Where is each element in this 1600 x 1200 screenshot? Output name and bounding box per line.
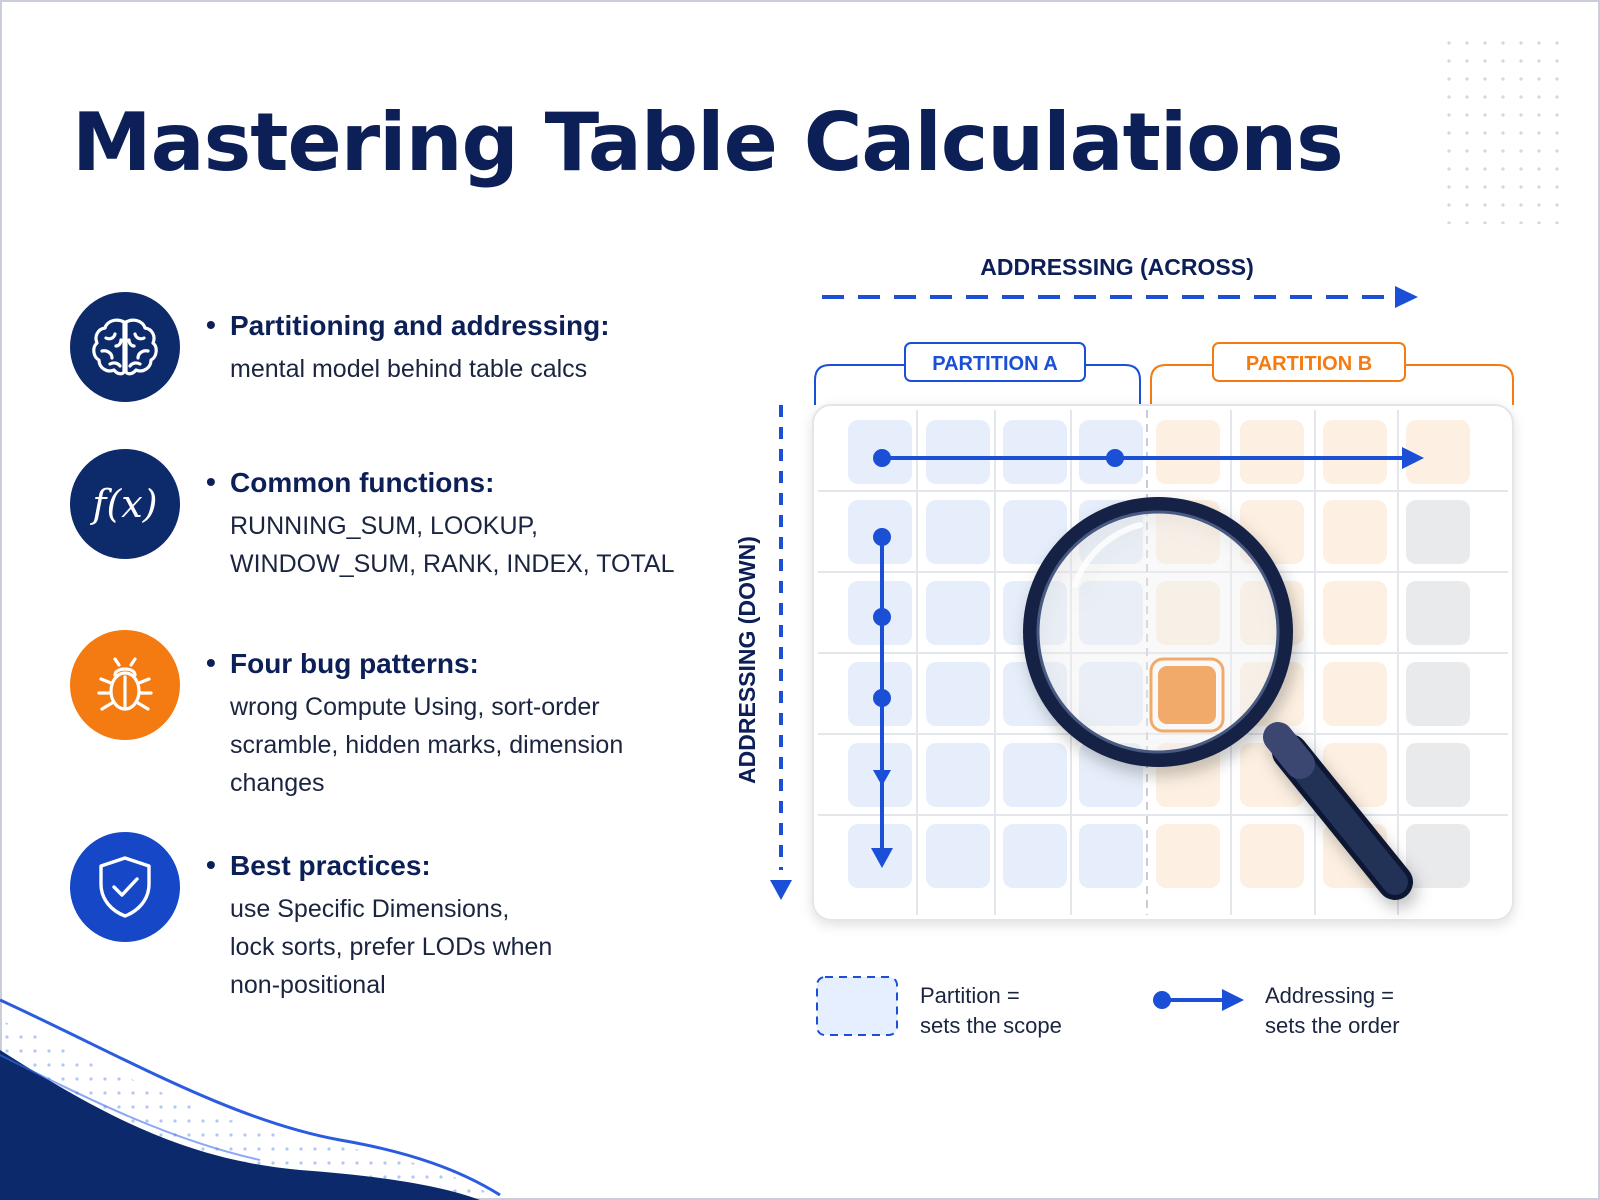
grid-cell <box>1406 662 1470 726</box>
column-addressing-arrowhead <box>871 848 893 868</box>
grid-cell <box>1323 500 1387 564</box>
grid-cell <box>1406 420 1470 484</box>
grid-cell <box>926 420 990 484</box>
grid-cell <box>1323 420 1387 484</box>
brain-icon <box>70 292 180 402</box>
grid-cell <box>1406 500 1470 564</box>
legend-partition-swatch <box>816 976 898 1036</box>
grid-cell <box>1003 743 1067 807</box>
bullet-line: use Specific Dimensions, <box>230 895 510 923</box>
bullet-line: changes <box>230 769 325 797</box>
grid-cell <box>1323 581 1387 645</box>
column-dot <box>873 528 891 546</box>
function-glyph: f(x) <box>92 482 158 526</box>
bullet-line: WINDOW_SUM, RANK, INDEX, TOTAL <box>230 550 675 578</box>
column-dot <box>873 608 891 626</box>
partition-b-label: PARTITION B <box>1246 353 1372 375</box>
bullet-line: lock sorts, prefer LODs when <box>230 933 553 961</box>
grid-cell <box>926 581 990 645</box>
decorative-wave <box>0 998 501 1200</box>
partition-a-tag: PARTITION A <box>904 342 1086 382</box>
grid-cell <box>1406 824 1470 888</box>
grid-cell <box>1003 500 1067 564</box>
grid-cell <box>1323 662 1387 726</box>
bullet-line: mental model behind table calcs <box>230 355 588 383</box>
shield-check-icon <box>70 832 180 942</box>
bullet-heading: Partitioning and addressing: <box>206 309 706 342</box>
row-addressing-arrowhead <box>1402 447 1424 469</box>
addressing-across-label: ADDRESSING (ACROSS) <box>980 254 1253 280</box>
function-icon: f(x) <box>70 449 180 559</box>
legend-addressing-arrowhead <box>1222 989 1244 1011</box>
grid-cell <box>926 824 990 888</box>
bullet-heading: Best practices: <box>206 849 706 882</box>
partition-a-label: PARTITION A <box>932 353 1058 375</box>
grid-cell <box>1156 420 1220 484</box>
legend-addressing-dot <box>1153 991 1171 1009</box>
legend-addressing-line-text: sets the order <box>1265 1013 1400 1038</box>
grid-cell <box>1079 824 1143 888</box>
row-mid-dot <box>1106 449 1124 467</box>
legend-partition: Partition = sets the scope <box>920 981 1062 1041</box>
bug-icon <box>70 630 180 740</box>
page-title: Mastering Table Calculations <box>72 96 1344 189</box>
column-dot <box>873 689 891 707</box>
legend-addressing: Addressing = sets the order <box>1265 981 1400 1041</box>
legend-addressing-line-text: Addressing = <box>1265 983 1395 1008</box>
addressing-down-arrowhead <box>770 880 792 900</box>
column-dot <box>873 770 891 786</box>
grid-cell <box>926 743 990 807</box>
grid-cell <box>1156 824 1220 888</box>
legend-partition-line: Partition = <box>920 983 1020 1008</box>
magnifying-glass-icon <box>1023 497 1413 900</box>
grid-cell <box>926 662 990 726</box>
bullet-line: wrong Compute Using, sort-order <box>230 693 600 721</box>
grid-cell <box>926 500 990 564</box>
bullet-heading: Common functions: <box>206 466 706 499</box>
grid-cell <box>1406 581 1470 645</box>
bullet-line: RUNNING_SUM, LOOKUP, <box>230 512 538 540</box>
bullet-line: non-positional <box>230 971 386 999</box>
grid-cell <box>1240 824 1304 888</box>
grid-cell <box>1003 420 1067 484</box>
legend-partition-line: sets the scope <box>920 1013 1062 1038</box>
partition-b-tag: PARTITION B <box>1212 342 1406 382</box>
grid-cell <box>1003 824 1067 888</box>
row-start-dot <box>873 449 891 467</box>
addressing-across-arrowhead <box>1395 286 1418 308</box>
decorative-dot-grid <box>1440 34 1570 224</box>
bullet-line: scramble, hidden marks, dimension <box>230 731 624 759</box>
grid-cell <box>1240 420 1304 484</box>
grid-cell <box>1406 743 1470 807</box>
addressing-down-label: ADDRESSING (DOWN) <box>734 536 760 784</box>
bullet-heading: Four bug patterns: <box>206 647 706 680</box>
